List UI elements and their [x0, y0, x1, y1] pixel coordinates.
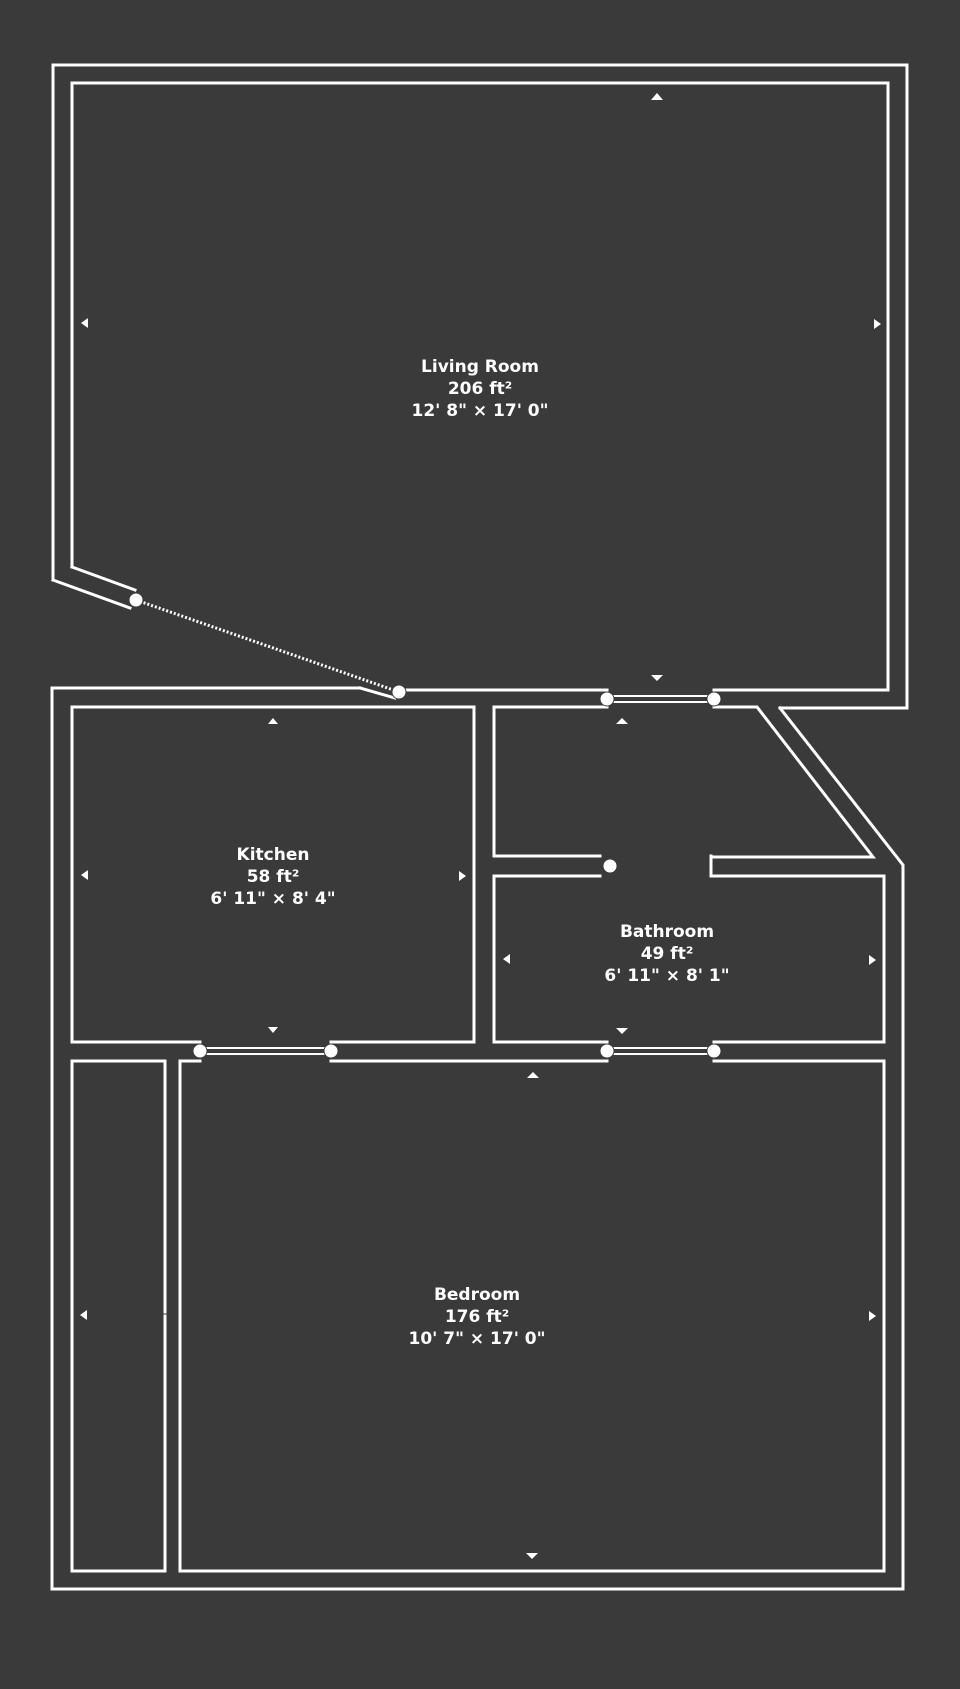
room-dimensions: 6' 11" × 8' 1" — [604, 966, 729, 986]
triangle-arrow-left-icon[interactable] — [81, 870, 88, 880]
door-hinge-icon — [599, 1043, 615, 1059]
living-room-outer-wall — [51, 63, 909, 710]
living-room-inner-wall — [70, 81, 890, 692]
hall-door — [606, 695, 715, 703]
room-name: Bedroom — [434, 1285, 520, 1305]
closet[interactable] — [72, 1061, 165, 1571]
room-dimensions: 12' 8" × 17' 0" — [411, 401, 548, 421]
hall-top-wall-right — [709, 705, 877, 859]
room-name: Living Room — [421, 357, 539, 377]
living-room-inner-walls — [70, 81, 890, 859]
door-hinge-icon — [192, 1043, 208, 1059]
triangle-arrow-down-icon[interactable] — [268, 1027, 278, 1033]
bathroom-wall-right — [709, 874, 886, 1044]
room-dimensions: 6' 11" × 8' 4" — [210, 889, 335, 909]
room-name: Bathroom — [620, 922, 714, 942]
room-area: 206 ft² — [448, 379, 512, 399]
triangle-arrow-right-icon[interactable] — [874, 319, 881, 329]
wall-markers — [80, 93, 881, 1559]
triangle-arrow-right-icon[interactable] — [869, 955, 876, 965]
closet-wall — [70, 1059, 167, 1573]
living-room-area[interactable] — [72, 83, 888, 563]
living-room-diagonal-inner-wall — [70, 565, 137, 592]
triangle-arrow-up-icon[interactable] — [651, 93, 663, 100]
room-name: Kitchen — [237, 845, 310, 865]
bedroom-wall-right — [178, 1059, 886, 1573]
closet-area[interactable] — [72, 1061, 165, 1571]
kitchen-wall — [70, 705, 476, 1044]
room-area: 176 ft² — [445, 1307, 509, 1327]
room-area: 49 ft² — [641, 944, 694, 964]
triangle-arrow-left-icon[interactable] — [81, 318, 88, 328]
hall-left-wall — [492, 705, 602, 858]
room-area: 58 ft² — [247, 867, 300, 887]
bathroom-walls — [492, 705, 886, 1044]
outer-walls — [50, 63, 909, 1591]
living-room-sliding-door — [135, 598, 400, 694]
door-hinge-icon — [706, 1043, 722, 1059]
right-angled-outer-wall — [50, 686, 905, 1591]
triangle-arrow-left-icon[interactable] — [80, 1310, 87, 1320]
triangle-arrow-up-icon[interactable] — [268, 718, 278, 724]
triangle-arrow-down-icon[interactable] — [526, 1553, 538, 1559]
doors — [128, 592, 722, 1059]
bedroom-walls — [70, 1059, 886, 1573]
room-living-room[interactable]: Living Room 206 ft² 12' 8" × 17' 0" — [72, 83, 888, 563]
living-room-bottom-outer-segment — [358, 686, 397, 700]
kitchen-walls — [70, 705, 476, 1044]
triangle-arrow-right-icon[interactable] — [869, 1311, 876, 1321]
kitchen-door — [199, 1047, 332, 1055]
room-dimensions: 10' 7" × 17' 0" — [408, 1329, 545, 1349]
bathroom-wall — [492, 874, 609, 1044]
triangle-arrow-down-icon[interactable] — [616, 1028, 628, 1034]
door-hinge-icon — [128, 592, 144, 608]
living-room-diagonal-outer-wall — [51, 578, 132, 610]
room-bedroom[interactable]: Bedroom 176 ft² 10' 7" × 17' 0" — [180, 1061, 884, 1571]
triangle-arrow-down-icon[interactable] — [651, 675, 663, 681]
door-hinge-icon — [602, 858, 618, 874]
room-bathroom[interactable]: Bathroom 49 ft² 6' 11" × 8' 1" — [494, 876, 884, 1042]
triangle-arrow-up-icon[interactable] — [616, 718, 628, 724]
door-hinge-icon — [706, 691, 722, 707]
triangle-arrow-right-icon[interactable] — [459, 871, 466, 881]
door-hinge-icon — [323, 1043, 339, 1059]
room-kitchen[interactable]: Kitchen 58 ft² 6' 11" × 8' 4" — [72, 707, 474, 1042]
triangle-arrow-up-icon[interactable] — [527, 1072, 539, 1078]
bathroom-door — [606, 1047, 715, 1055]
bedroom-area[interactable] — [180, 1061, 884, 1571]
door-hinge-icon — [391, 684, 407, 700]
door-hinge-icon — [599, 691, 615, 707]
triangle-arrow-left-icon[interactable] — [503, 954, 510, 964]
